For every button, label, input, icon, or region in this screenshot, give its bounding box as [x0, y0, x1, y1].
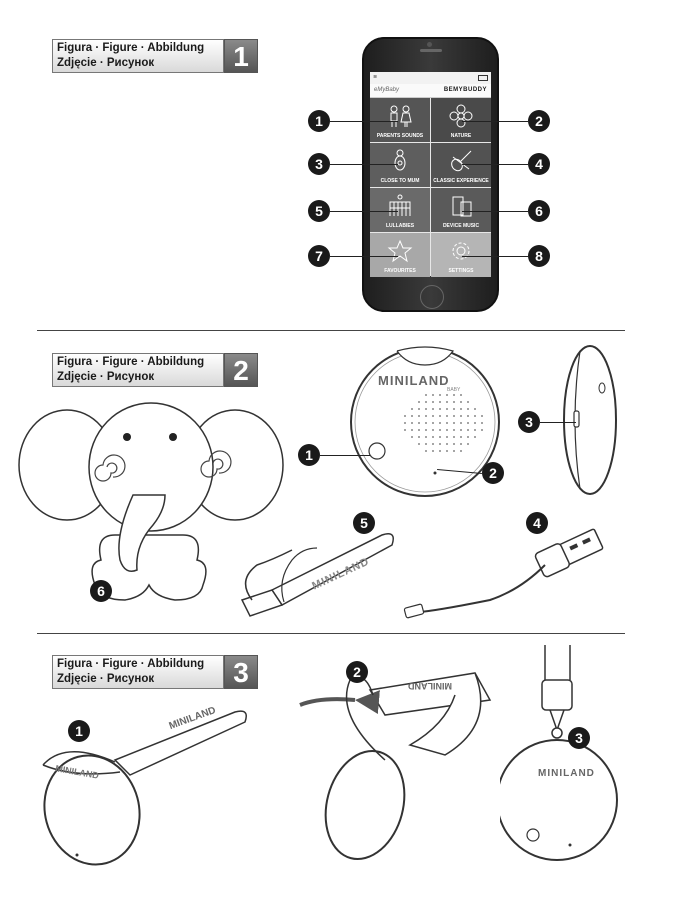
callout-4: 4	[528, 153, 550, 175]
step-2-loop-strap	[299, 672, 492, 861]
home-button	[420, 285, 444, 309]
app-screen: ≋ eMyBaby BEMYBUDDY PARENTS SOUNDS NATUR…	[370, 72, 491, 277]
callout-2: 2	[346, 661, 368, 683]
device-logo: MINILAND	[378, 373, 450, 388]
callout-3: 3	[568, 727, 590, 749]
star-icon	[387, 239, 413, 263]
device-icon	[452, 196, 472, 217]
app-header: eMyBaby BEMYBUDDY	[370, 84, 491, 98]
tile-close-to-mum[interactable]: CLOSE TO MUM	[370, 143, 430, 187]
callout-3: 3	[308, 153, 330, 175]
callout-8: 8	[528, 245, 550, 267]
elephant-plush-illustration	[18, 402, 284, 601]
tile-nature[interactable]: NATURE	[431, 98, 491, 142]
violin-icon	[451, 150, 472, 172]
brand-left: eMyBaby	[374, 87, 400, 93]
callout-2: 2	[482, 462, 504, 484]
usb-port	[573, 410, 580, 428]
callout-1: 1	[308, 110, 330, 132]
tile-device-music[interactable]: DEVICE MUSIC	[431, 188, 491, 232]
callout-1: 1	[298, 444, 320, 466]
status-bar: ≋	[370, 72, 491, 84]
gear-icon	[452, 242, 470, 260]
callout-7: 7	[308, 245, 330, 267]
callout-1: 1	[68, 720, 90, 742]
crib-icon	[389, 194, 411, 216]
callout-5: 5	[353, 512, 375, 534]
tile-settings[interactable]: SETTINGS	[431, 233, 491, 277]
callout-4: 4	[526, 512, 548, 534]
tile-favourites[interactable]: FAVOURITES	[370, 233, 430, 277]
callout-2: 2	[528, 110, 550, 132]
speaker-device-side	[563, 345, 617, 495]
flower-icon	[449, 104, 473, 128]
camera-icon	[427, 42, 432, 47]
battery-icon	[478, 75, 488, 81]
figure-number: 1	[224, 39, 258, 73]
tile-lullabies[interactable]: LULLABIES	[370, 188, 430, 232]
section-divider	[37, 330, 625, 331]
menu-grid: PARENTS SOUNDS NATURE CLOSE TO MUM CLASS…	[370, 98, 491, 277]
callout-6: 6	[90, 580, 112, 602]
tile-classic-experience[interactable]: CLASSIC EXPERIENCE	[431, 143, 491, 187]
wrist-strap-illustration	[240, 533, 394, 617]
speaker-device-front	[350, 346, 500, 497]
app-title: BEMYBUDDY	[443, 87, 487, 93]
callout-6: 6	[528, 200, 550, 222]
callout-3: 3	[518, 411, 540, 433]
parents-icon	[390, 105, 412, 127]
figure-number: 2	[224, 353, 258, 387]
wifi-icon: ≋	[373, 74, 378, 80]
usb-cable-illustration	[403, 528, 604, 619]
device-logo-sub: BABY	[447, 387, 461, 393]
section-divider	[37, 633, 625, 634]
tile-parents-sounds[interactable]: PARENTS SOUNDS	[370, 98, 430, 142]
device-logo: MINILAND	[538, 768, 595, 779]
speaker-grille	[420, 49, 442, 52]
callout-5: 5	[308, 200, 330, 222]
mother-icon	[394, 149, 406, 171]
step-3-hanging-device	[500, 645, 618, 861]
figure-number: 3	[224, 655, 258, 689]
step-1-attach-strap	[42, 710, 247, 866]
strap-logo: MINILAND	[408, 681, 452, 691]
